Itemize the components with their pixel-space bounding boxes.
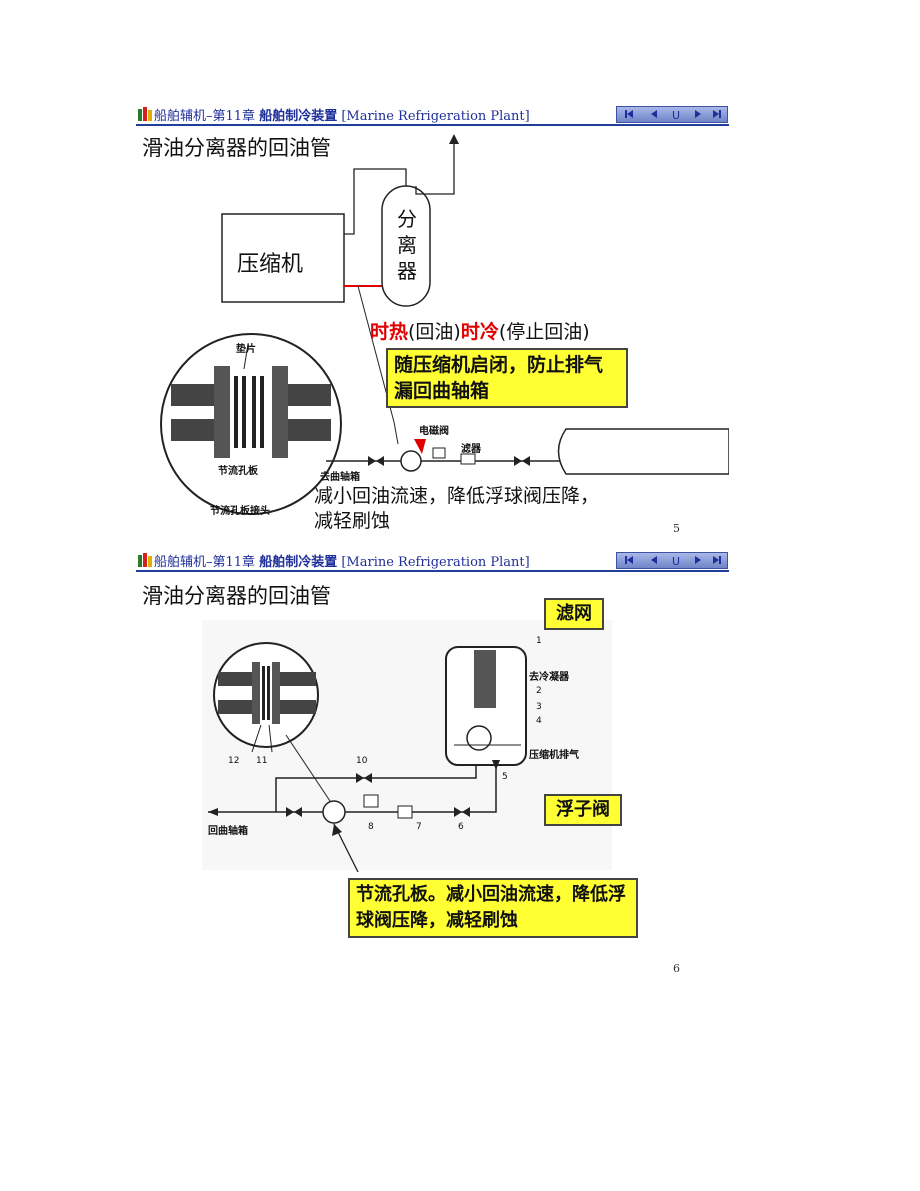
to-condenser-label: 去冷凝器 <box>529 672 569 683</box>
nav-arrows-icon[interactable]: U <box>617 553 727 568</box>
slide-5: 船舶辅机–第11章 船舶制冷装置 [Marine Refrigeration P… <box>136 104 729 546</box>
slide-title: 滑油分离器的回油管 <box>142 136 331 160</box>
separator-label: 分 离 器 <box>397 207 417 283</box>
page-number: 6 <box>673 962 680 975</box>
part-number: 8 <box>368 822 374 832</box>
part-number: 12 <box>228 756 240 766</box>
book-logo-icon <box>138 107 152 121</box>
header-title: 船舶辅机–第11章 船舶制冷装置 [Marine Refrigeration P… <box>154 109 530 124</box>
svg-text:U: U <box>672 555 680 568</box>
orifice-label: 节流孔板 <box>218 466 258 477</box>
slide-title: 滑油分离器的回油管 <box>142 584 331 608</box>
callout-solenoid-note: 随压缩机启闭，防止排气漏回曲轴箱 <box>386 348 628 408</box>
solenoid-label: 电磁阀 <box>419 426 449 437</box>
page-number: 5 <box>673 522 680 535</box>
part-number: 3 <box>536 702 542 712</box>
part-number: 4 <box>536 716 542 726</box>
filter-mesh-callout: 滤网 <box>544 598 604 630</box>
filter-label: 滤器 <box>461 444 481 455</box>
compressor-box <box>221 213 345 303</box>
part-number: 6 <box>458 822 464 832</box>
joint-label: 节流孔板接头 <box>210 506 270 517</box>
orifice-detail-circle <box>160 333 342 515</box>
bottom-explanation: 减小回油流速，降低浮球阀压降， 减轻刷蚀 <box>314 485 600 532</box>
to-crankcase-label: 去曲轴箱 <box>320 472 360 483</box>
slide-header: 船舶辅机–第11章 船舶制冷装置 [Marine Refrigeration P… <box>136 104 729 126</box>
header-title: 船舶辅机–第11章 船舶制冷装置 [Marine Refrigeration P… <box>154 555 530 570</box>
slide-navigation-bar[interactable]: U <box>616 552 728 569</box>
separator-schematic <box>202 620 612 873</box>
compressor-discharge-label: 压缩机排气 <box>529 750 579 761</box>
gasket-label: 垫片 <box>236 344 256 355</box>
nav-arrows-icon[interactable]: U <box>617 107 727 122</box>
book-logo-icon <box>138 553 152 567</box>
part-number: 11 <box>256 756 268 766</box>
compressor-label: 压缩机 <box>237 252 304 277</box>
slide-navigation-bar[interactable]: U <box>616 106 728 123</box>
part-number: 1 <box>536 636 542 646</box>
return-crankcase-label: 回曲轴箱 <box>208 826 248 837</box>
orifice-callout: 节流孔板。减小回油流速，降低浮球阀压降，减轻刷蚀 <box>348 878 638 938</box>
slide-6: 船舶辅机–第11章 船舶制冷装置 [Marine Refrigeration P… <box>136 550 729 982</box>
float-valve-callout: 浮子阀 <box>544 794 622 826</box>
slide-header: 船舶辅机–第11章 船舶制冷装置 [Marine Refrigeration P… <box>136 550 729 572</box>
oil-return-diagram <box>160 134 729 515</box>
part-number: 2 <box>536 686 542 696</box>
hot-cold-label: 时热(回油)时冷(停止回油) <box>370 321 590 343</box>
part-number: 5 <box>502 772 508 782</box>
part-number: 10 <box>356 756 368 766</box>
svg-text:U: U <box>672 109 680 122</box>
part-number: 7 <box>416 822 422 832</box>
